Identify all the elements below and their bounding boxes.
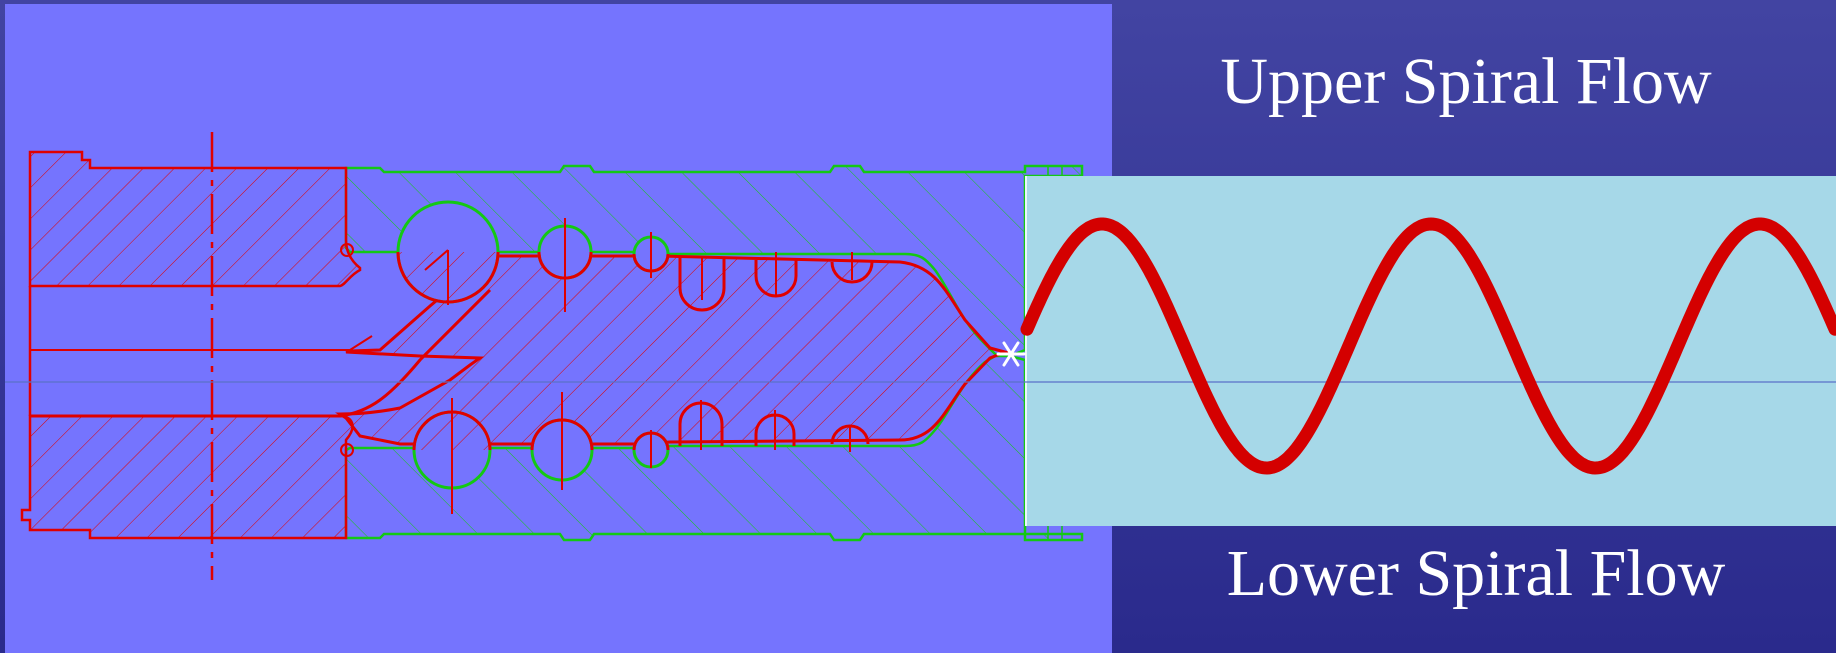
upper-spiral-channels [396,200,874,312]
lower-spiral-channels [412,392,870,514]
upper-spiral-flow-label: Upper Spiral Flow [1220,45,1712,118]
lower-left-block [20,414,354,540]
upper-left-block [28,150,362,288]
central-mandrel [335,254,1010,446]
wave-panel [1025,176,1836,526]
flow-sine-wave [1020,217,1836,475]
asterisk-icon [996,341,1026,367]
lower-spiral-flow-label: Lower Spiral Flow [1226,537,1726,610]
mandrel-red [20,132,1010,580]
